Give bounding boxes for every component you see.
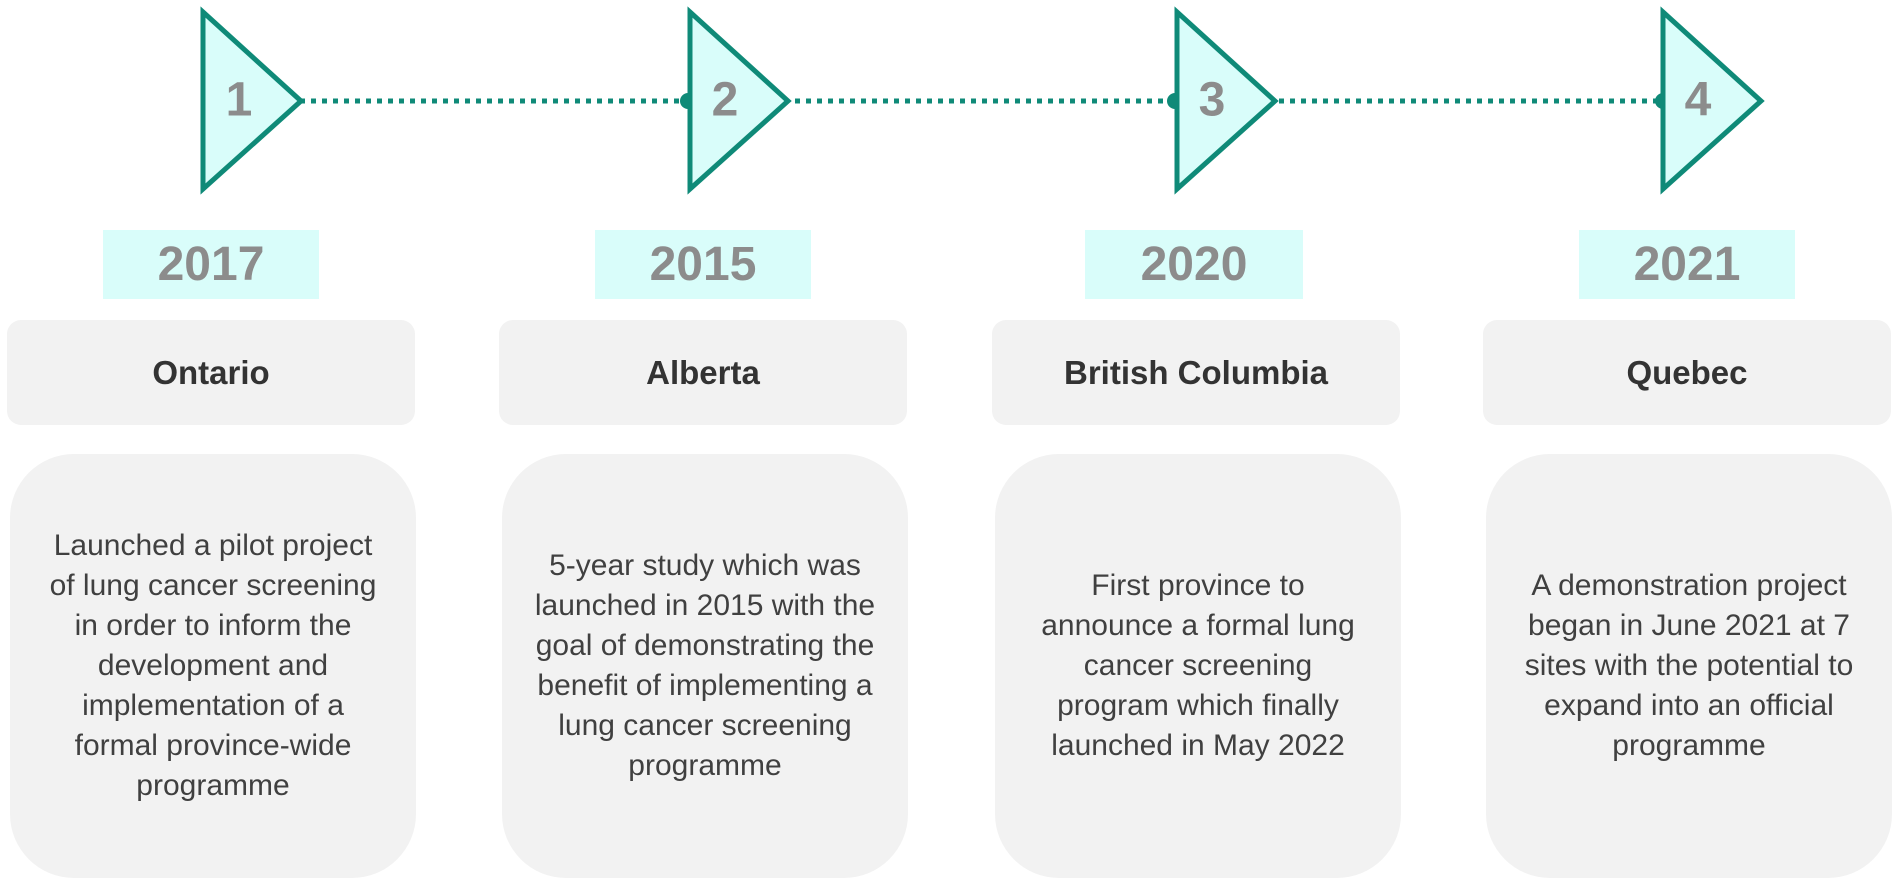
marker-number: 2 bbox=[712, 74, 739, 127]
province-label: Quebec bbox=[1483, 320, 1891, 425]
province-label: Alberta bbox=[499, 320, 907, 425]
year-badge: 2020 bbox=[1085, 230, 1303, 299]
description-card: 5-year study which was launched in 2015 … bbox=[502, 454, 908, 878]
triangle-marker-icon bbox=[1174, 6, 1279, 195]
province-label: British Columbia bbox=[992, 320, 1400, 425]
description-card: A demonstration project began in June 20… bbox=[1486, 454, 1892, 878]
triangle-marker-icon bbox=[200, 6, 305, 195]
description-text: Launched a pilot project of lung cancer … bbox=[49, 529, 377, 802]
description-card: First province to announce a formal lung… bbox=[995, 454, 1401, 878]
triangle-marker-icon bbox=[1660, 6, 1765, 195]
timeline-marker-3: 3 bbox=[1174, 6, 1279, 195]
timeline-track: 1 2 3 4 bbox=[200, 6, 1765, 195]
description-text: A demonstration project began in June 20… bbox=[1524, 569, 1854, 762]
year-badge: 2017 bbox=[103, 230, 319, 299]
year-badge: 2015 bbox=[595, 230, 811, 299]
timeline-column-4: 2021 Quebec A demonstration project bega… bbox=[1483, 0, 1893, 884]
year-badge: 2021 bbox=[1579, 230, 1795, 299]
marker-number: 1 bbox=[226, 74, 253, 127]
description-text: First province to announce a formal lung… bbox=[1041, 569, 1355, 762]
timeline-column-2: 2015 Alberta 5-year study which was laun… bbox=[499, 0, 909, 884]
marker-number: 3 bbox=[1199, 74, 1226, 127]
timeline-marker-4: 4 bbox=[1660, 6, 1765, 195]
triangle-marker-icon bbox=[687, 6, 792, 195]
province-label: Ontario bbox=[7, 320, 415, 425]
marker-number: 4 bbox=[1685, 74, 1712, 127]
timeline-marker-1: 1 bbox=[200, 6, 305, 195]
timeline-column-3: 2020 British Columbia First province to … bbox=[992, 0, 1402, 884]
timeline-marker-2: 2 bbox=[687, 6, 792, 195]
timeline-column-1: 2017 Ontario Launched a pilot project of… bbox=[7, 0, 417, 884]
description-card: Launched a pilot project of lung cancer … bbox=[10, 454, 416, 878]
description-text: 5-year study which was launched in 2015 … bbox=[534, 549, 876, 782]
